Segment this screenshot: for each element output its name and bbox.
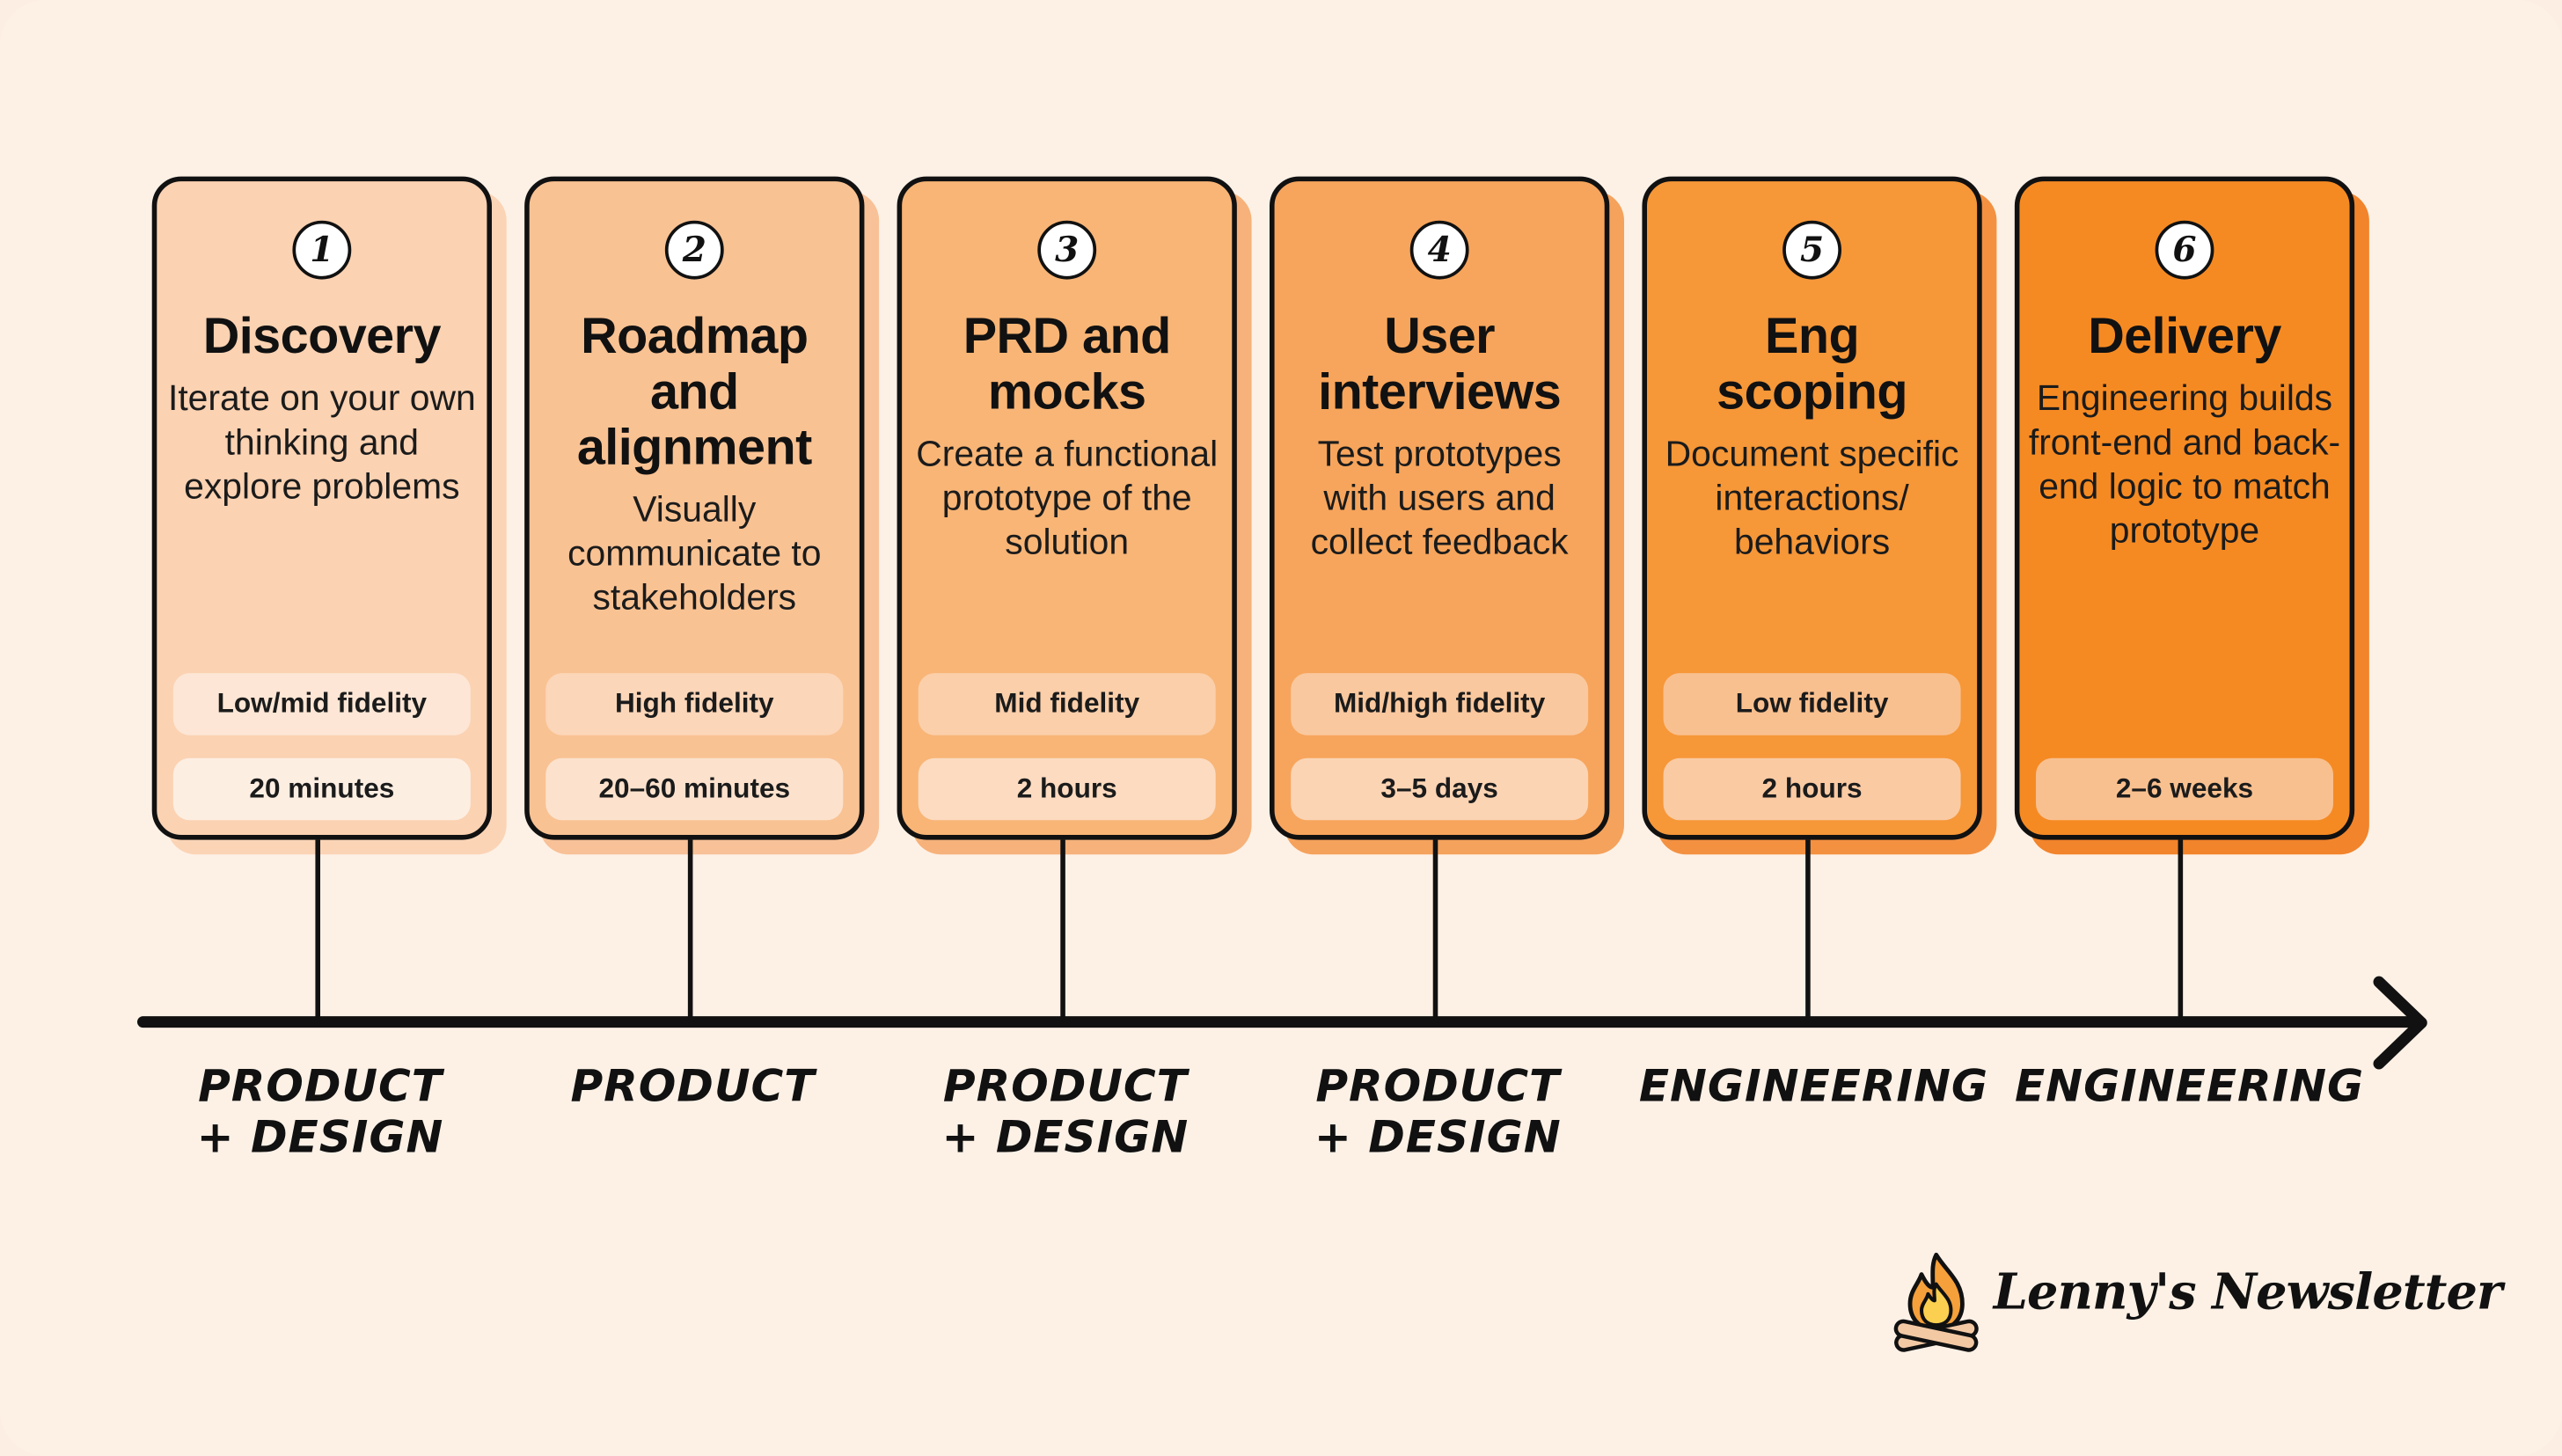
stage-title: Delivery <box>2088 307 2281 365</box>
stage-card: 4 User interviews Test prototypes with u… <box>1270 176 1610 840</box>
owner-label: ENGINEERING <box>1977 1062 2402 1113</box>
owner-line: PRODUCT <box>942 1062 1188 1113</box>
owner-label: PRODUCT + DESIGN <box>108 1062 533 1163</box>
timeline-connector <box>687 839 693 1021</box>
step-number-badge: 5 <box>1782 220 1842 280</box>
duration-pill: 2 hours <box>918 757 1216 821</box>
owner-line: ENGINEERING <box>1638 1062 1988 1113</box>
duration-pill: 20 minutes <box>172 757 471 821</box>
owner-label: PRODUCT + DESIGN <box>853 1062 1277 1163</box>
step-number-badge: 6 <box>2155 220 2214 280</box>
stage-user-interviews: 4 User interviews Test prototypes with u… <box>1270 176 1625 855</box>
owner-label: ENGINEERING <box>1601 1062 2026 1113</box>
stage-title: PRD and mocks <box>963 307 1172 421</box>
stage-description: Engineering builds front-end and back-en… <box>2028 377 2341 551</box>
timeline-connector <box>315 839 321 1021</box>
stage-description: Document specific interactions/ behavior… <box>1665 433 1959 562</box>
stage-card: 3 PRD and mocks Create a functional prot… <box>897 176 1237 840</box>
stage-card: 5 Eng scoping Document specific interact… <box>1642 176 1982 840</box>
stage-card: 6 Delivery Engineering builds front-end … <box>2014 176 2355 840</box>
step-number-badge: 2 <box>664 220 724 280</box>
owner-line: ENGINEERING <box>2015 1062 2365 1113</box>
timeline-connector <box>1432 839 1438 1021</box>
stage-description: Create a functional prototype of the sol… <box>916 433 1219 562</box>
stage-title-block: Roadmap and alignment Visually communica… <box>536 307 853 619</box>
stage-description: Visually communicate to stakeholders <box>567 488 822 618</box>
arrow-head-icon <box>2373 976 2427 1070</box>
fidelity-pill: Mid/high fidelity <box>1291 673 1589 735</box>
owner-line: + DESIGN <box>941 1112 1190 1164</box>
stage-title-block: PRD and mocks Create a functional protot… <box>909 307 1226 564</box>
stage-title-block: Discovery Iterate on your own thinking a… <box>164 307 480 509</box>
timeline-connector <box>1060 839 1065 1021</box>
stage-discovery: 1 Discovery Iterate on your own thinking… <box>151 176 507 855</box>
stage-title-block: User interviews Test prototypes with use… <box>1281 307 1598 564</box>
stage-card: 1 Discovery Iterate on your own thinking… <box>151 176 493 840</box>
step-number-badge: 1 <box>292 220 352 280</box>
fidelity-pill: High fidelity <box>545 673 844 735</box>
duration-pill: 2 hours <box>1663 757 1961 821</box>
duration-pill: 2–6 weeks <box>2036 757 2334 821</box>
step-number-badge: 4 <box>1409 220 1469 280</box>
owner-line: PRODUCT <box>198 1062 443 1113</box>
stage-description: Test prototypes with users and collect f… <box>1310 433 1569 562</box>
step-number-badge: 3 <box>1037 220 1097 280</box>
stage-title: Discovery <box>202 307 442 365</box>
stage-eng-scoping: 5 Eng scoping Document specific interact… <box>1642 176 1997 855</box>
duration-pill: 3–5 days <box>1291 757 1589 821</box>
owner-label: PRODUCT <box>480 1062 905 1113</box>
owner-line: PRODUCT <box>570 1062 816 1113</box>
fidelity-pill: Low/mid fidelity <box>172 673 471 735</box>
stage-title: Eng scoping <box>1717 307 1907 421</box>
timeline-connector <box>1805 839 1811 1021</box>
owner-line: + DESIGN <box>1314 1112 1562 1164</box>
stage-delivery: 6 Delivery Engineering builds front-end … <box>2014 176 2369 855</box>
timeline-connector <box>2178 839 2184 1021</box>
stage-title-block: Eng scoping Document specific interactio… <box>1653 307 1970 564</box>
fidelity-pill: Mid fidelity <box>918 673 1216 735</box>
brand-name: Lenny's Newsletter <box>1993 1264 2503 1322</box>
stage-title-block: Delivery Engineering builds front-end an… <box>2026 307 2343 552</box>
stage-prd-and-mocks: 3 PRD and mocks Create a functional prot… <box>897 176 1252 855</box>
stage-roadmap-and-alignment: 2 Roadmap and alignment Visually communi… <box>524 176 880 855</box>
stage-card: 2 Roadmap and alignment Visually communi… <box>524 176 865 840</box>
owner-label: PRODUCT + DESIGN <box>1226 1062 1651 1163</box>
stage-title: User interviews <box>1318 307 1562 421</box>
owner-line: PRODUCT <box>1315 1062 1561 1113</box>
duration-pill: 20–60 minutes <box>545 757 844 821</box>
timeline-axis <box>137 1016 2415 1028</box>
campfire-icon <box>1893 1252 1979 1352</box>
stage-title: Roadmap and alignment <box>576 307 812 476</box>
stage-description: Iterate on your own thinking and explore… <box>167 377 476 507</box>
owner-line: + DESIGN <box>196 1112 444 1164</box>
fidelity-pill: Low fidelity <box>1663 673 1961 735</box>
